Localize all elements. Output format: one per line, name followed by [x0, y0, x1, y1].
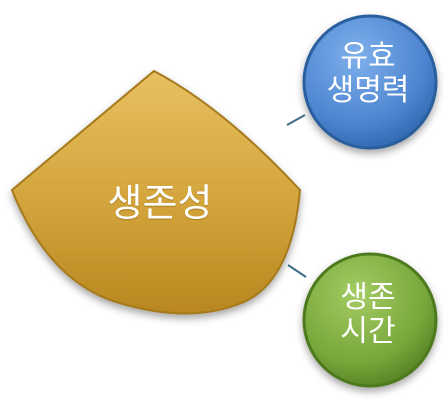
green-node-circle — [302, 252, 438, 388]
green-node-label: 생존 시간 — [340, 280, 396, 349]
connector-line-green — [287, 264, 307, 278]
main-node-label: 생존성 — [107, 181, 213, 225]
main-node-shape — [10, 69, 302, 315]
connector-line-blue — [286, 114, 306, 126]
blue-node-label: 유효 생명력 — [326, 39, 410, 108]
blue-node-circle — [302, 14, 438, 150]
